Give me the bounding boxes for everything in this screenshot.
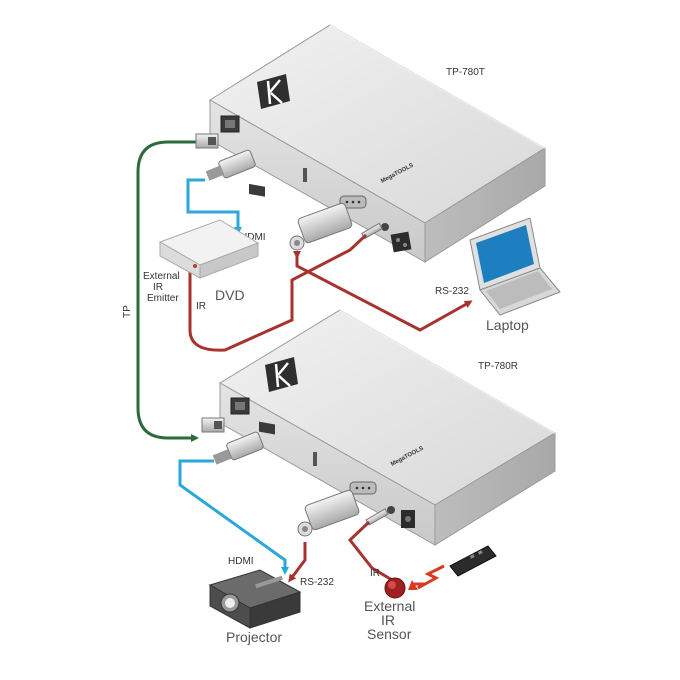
rs232-plug-rx <box>297 489 360 537</box>
rs232-label-laptop: RS-232 <box>435 286 469 297</box>
receiver-unit: MegaTOOLS TP-780R <box>219 309 556 546</box>
laptop-icon <box>469 217 561 316</box>
svg-text:External: External <box>364 598 415 614</box>
ir-port-tx[interactable] <box>381 223 389 231</box>
hdmi-port-tx[interactable] <box>249 183 265 197</box>
switch-rx[interactable] <box>313 452 317 466</box>
kramer-logo-icon <box>257 74 290 109</box>
rs232-port-tx[interactable] <box>339 195 367 209</box>
hdmi-cable-bottom <box>178 459 289 575</box>
hdmi-label-top: HDMI <box>240 232 266 243</box>
projector-label: Projector <box>226 629 282 645</box>
laptop-label: Laptop <box>486 317 529 333</box>
tp-port-tx[interactable] <box>220 115 240 133</box>
ir-port-rx[interactable] <box>387 506 395 514</box>
svg-text:IR: IR <box>153 282 163 293</box>
switch-tx[interactable] <box>303 168 307 182</box>
hdmi-plug-rx <box>212 431 264 465</box>
rs232-cable-laptop <box>293 251 473 332</box>
kramer-logo-icon <box>265 357 298 392</box>
ir-emitter-label: External IR Emitter <box>143 271 180 304</box>
dvd-player-icon <box>158 219 260 279</box>
ir-label-top: IR <box>196 301 206 312</box>
ir-cable-bottom <box>347 520 393 582</box>
transmitter-model-label: TP-780T <box>446 67 485 78</box>
hdmi-cable-top <box>186 178 242 235</box>
rs232-port-rx[interactable] <box>349 481 377 495</box>
ir-sensor-icon <box>384 577 406 599</box>
hdmi-plug-tx <box>205 149 256 181</box>
remote-control-icon <box>449 545 497 577</box>
hdmi-label-bottom: HDMI <box>228 556 254 567</box>
hdmi-port-rx[interactable] <box>259 421 275 435</box>
rs232-cable-projector <box>288 542 307 583</box>
ir-cable-top <box>188 233 368 352</box>
tp-label: TP <box>122 305 133 318</box>
receiver-model-label: TP-780R <box>478 361 518 372</box>
power-jack-rx[interactable] <box>401 510 415 528</box>
dvd-label: DVD <box>215 287 245 303</box>
tp-port-rx[interactable] <box>230 397 250 415</box>
projector-icon <box>208 569 302 629</box>
svg-text:IR: IR <box>381 612 395 628</box>
ir-sensor-label: External IR Sensor <box>364 598 415 642</box>
rs232-label-projector: RS-232 <box>300 577 334 588</box>
ir-signal-icon <box>412 564 445 590</box>
tp-cable <box>136 138 201 442</box>
ir-label-bottom: IR <box>370 568 380 579</box>
rs232-plug-tx <box>289 202 353 251</box>
power-terminal-tx[interactable] <box>390 231 412 253</box>
tp-connector-rx <box>201 417 225 433</box>
tp-connector-tx <box>195 133 219 149</box>
svg-text:Emitter: Emitter <box>147 293 179 304</box>
svg-text:External: External <box>143 271 180 282</box>
transmitter-unit: MegaTOOLS TP-780T <box>209 24 546 263</box>
svg-text:Sensor: Sensor <box>367 626 412 642</box>
